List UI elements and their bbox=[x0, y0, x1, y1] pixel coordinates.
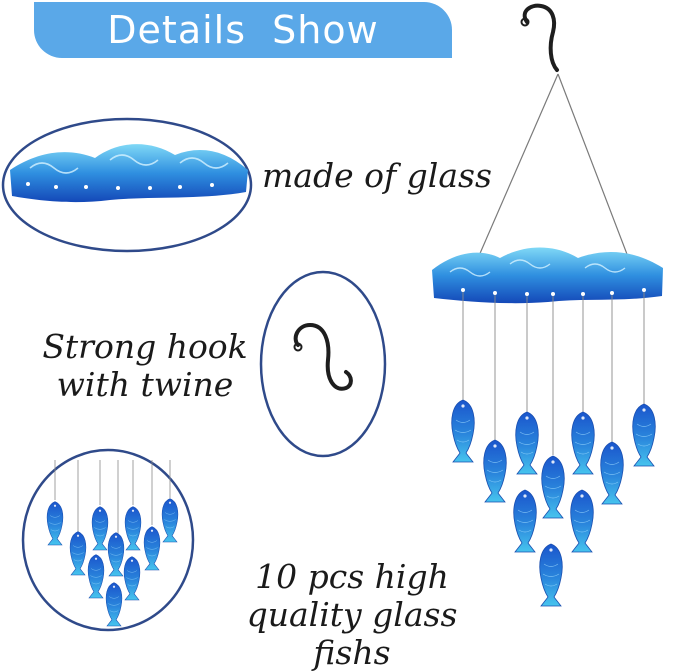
caption-fish-line1: 10 pcs high bbox=[255, 557, 449, 596]
product-illustration bbox=[1, 3, 663, 632]
details-banner: Details Show bbox=[34, 2, 452, 58]
wind-chime-product bbox=[432, 3, 663, 607]
caption-hook-line1: Strong hook bbox=[42, 327, 248, 366]
caption-made-of-glass: made of glass bbox=[262, 156, 492, 195]
fish-detail bbox=[21, 448, 195, 632]
detail-ring-hook bbox=[259, 270, 387, 458]
hanging-hook-icon bbox=[522, 3, 559, 72]
banner-title: Details Show bbox=[107, 8, 379, 52]
chime-wave-bar bbox=[432, 247, 663, 304]
detail-ring-fish bbox=[21, 448, 195, 632]
caption-strong-hook: Strong hook with twine bbox=[40, 328, 250, 404]
hook-detail bbox=[259, 270, 387, 458]
hook-icon bbox=[293, 322, 353, 391]
glass-wave-detail bbox=[1, 117, 253, 253]
caption-hook-line2: with twine bbox=[56, 365, 234, 404]
